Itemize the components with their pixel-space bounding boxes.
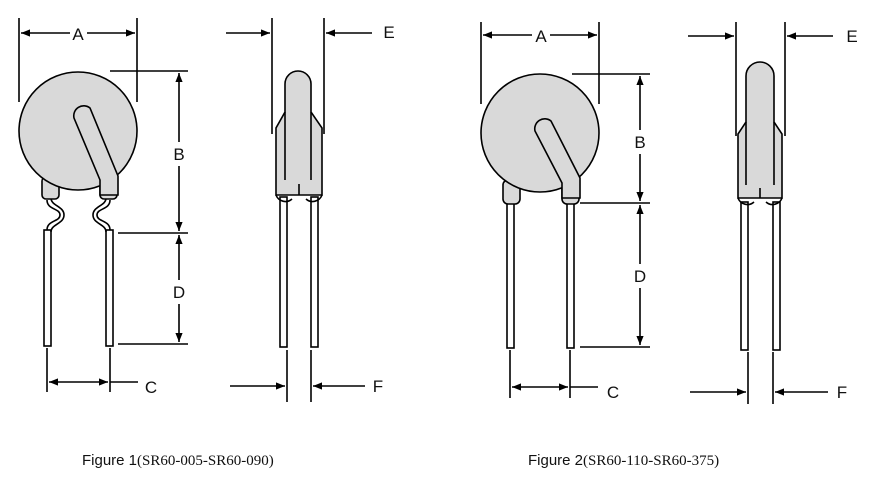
- fig1-label-c: C: [145, 378, 157, 397]
- dimension-labels: A B D C E F A B D C E F: [72, 23, 857, 402]
- fig1-dim-a: [18, 18, 138, 102]
- fig2-lead-right: [566, 199, 575, 349]
- figure-1-caption-models: (SR60-005-SR60-090): [137, 453, 274, 469]
- fig2-dim-c: [509, 350, 598, 398]
- fig2-label-d: D: [634, 267, 646, 286]
- figure-2-caption: Figure 2(SR60-110-SR60-375): [528, 452, 719, 470]
- figure-1-caption: Figure 1(SR60-005-SR60-090): [82, 452, 274, 470]
- fig1-label-f: F: [373, 377, 383, 396]
- fig1-label-d: D: [173, 283, 185, 302]
- fig1-dim-f: [230, 350, 365, 402]
- figure-1-caption-label: Figure 1: [82, 452, 138, 469]
- fig1-electrode-tab: [72, 105, 119, 196]
- fig2-side-view: [737, 61, 783, 351]
- fig2-dim-b: [572, 73, 650, 204]
- fig2-label-e: E: [846, 27, 857, 46]
- figure-2: [480, 22, 833, 404]
- fig2-dim-a: [480, 22, 600, 104]
- fig1-label-a: A: [72, 25, 84, 44]
- fig1-kink-left: [46, 197, 65, 233]
- fig1-label-e: E: [383, 23, 394, 42]
- fig2-side-body: [737, 61, 783, 199]
- fig2-side-lead-left: [740, 201, 749, 351]
- fig1-side-coating-split: [284, 112, 312, 195]
- fig2-front-view: [480, 73, 600, 349]
- fig1-side-lead-right: [310, 196, 319, 348]
- fig1-dim-b: [110, 70, 188, 234]
- fig1-disc-body: [18, 71, 138, 191]
- fig2-label-b: B: [634, 133, 645, 152]
- fig1-lead-right: [105, 229, 114, 347]
- fig1-side-body: [275, 70, 323, 196]
- fig2-electrode-tab: [533, 118, 581, 199]
- fig2-dim-e: [688, 22, 833, 136]
- fig2-label-f: F: [837, 383, 847, 402]
- fig1-side-view: [275, 70, 323, 348]
- fig1-dim-d: [118, 235, 188, 345]
- fig2-side-coating-split: [745, 122, 775, 198]
- figure-2-caption-models: (SR60-110-SR60-375): [583, 453, 720, 469]
- fig1-front-view: [18, 71, 138, 347]
- fig1-lead-left: [43, 229, 52, 347]
- fig2-lead-left: [506, 199, 515, 349]
- figure-1: [18, 18, 372, 402]
- fig2-dim-d: [580, 205, 650, 348]
- fig1-kink-right: [92, 197, 111, 233]
- fig2-side-lead-right: [772, 201, 781, 351]
- fig1-side-lead-left: [279, 196, 288, 348]
- fig2-label-c: C: [607, 383, 619, 402]
- fig2-label-a: A: [535, 27, 547, 46]
- figure-2-caption-label: Figure 2: [528, 452, 584, 469]
- fig2-dim-f: [690, 352, 828, 404]
- fig1-dim-e: [226, 18, 372, 134]
- fig1-dim-c: [46, 348, 138, 392]
- fig1-label-b: B: [173, 145, 184, 164]
